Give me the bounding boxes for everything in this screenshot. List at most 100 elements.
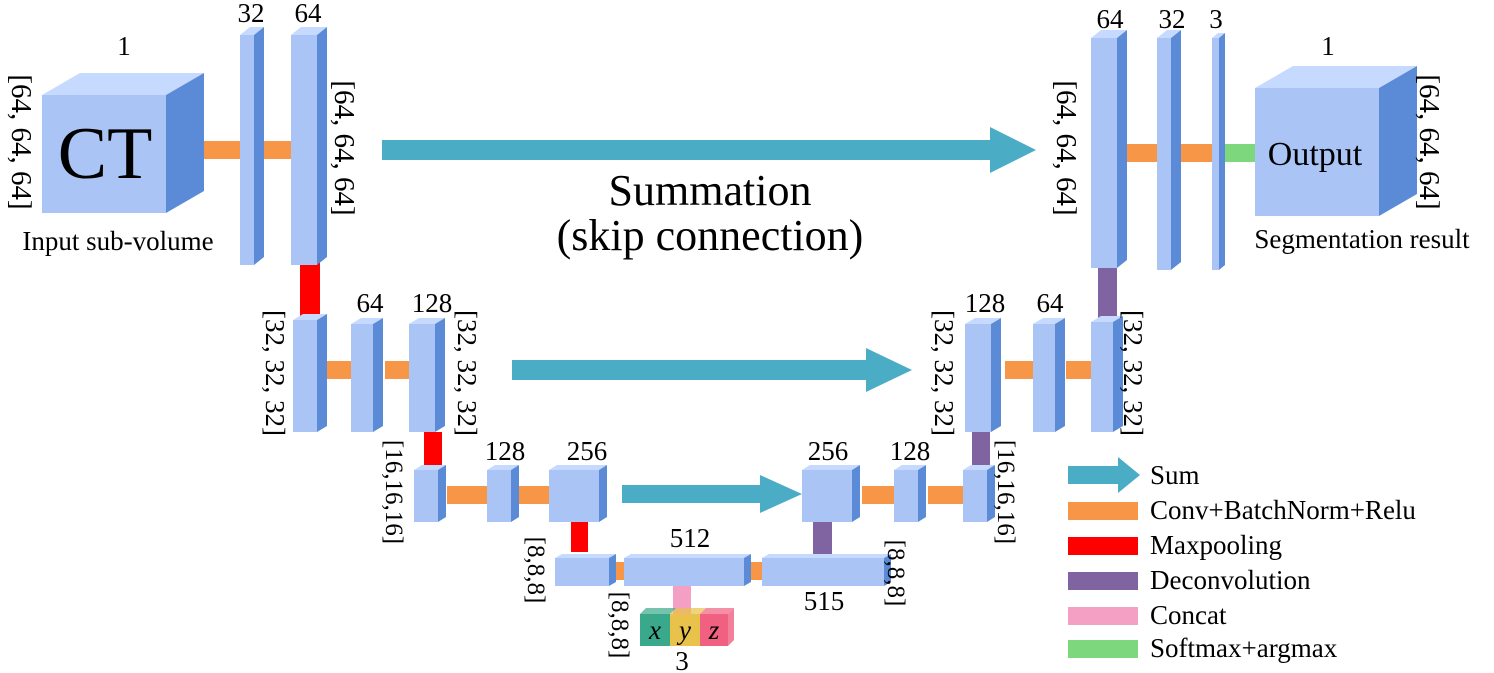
legend-concat-swatch [1068,607,1138,625]
dec1c-block-top [1212,33,1225,38]
output-channels-label: 1 [1321,31,1335,61]
conv-connector [519,486,549,504]
skip-arrow-level3 [622,475,802,513]
dec1-dims-label: [64, 64, 64] [1050,80,1082,215]
bottleneck-a-channels-label: 512 [670,523,711,553]
legend-label-softmax: Softmax+argmax [1150,633,1338,663]
enc2b-channels-label: 128 [412,288,453,318]
dec1b-block-side [1171,30,1181,270]
bottleneck-left-block-top [555,554,616,558]
enc3b-channels-label: 256 [567,436,608,466]
enc2a-block-front [351,324,373,432]
dec2a-block [965,318,1001,432]
skip-arrow-level2 [512,348,912,392]
bottleneck-b-block-top [762,554,891,558]
dec2b-block-side [1055,318,1065,432]
dec3a-block-side [852,465,860,522]
enc2a-block [351,318,383,432]
enc2-left-block-top [293,314,327,320]
enc2b-block [409,318,445,432]
maxpool-connector [300,262,320,316]
enc1b-block-front [291,35,317,265]
legend-deconv-swatch [1068,572,1138,590]
output-block-top [1255,66,1417,88]
coord-y-block: y [670,608,706,646]
dec3-dims-label: [16,16,16] [992,440,1019,544]
conv-connector [1066,361,1092,379]
enc3-dims-label: [16,16,16] [380,440,407,544]
legend-softmax-swatch [1068,640,1138,658]
enc3b-block [549,465,607,522]
dec3a-block-top [802,465,860,470]
enc3b-block-top [549,465,607,470]
enc3-left-block-side [438,465,446,522]
input-ct-block-front [42,95,166,213]
coord-z-block: z [700,608,734,646]
input-ct-block-top [42,73,204,95]
enc3-left-block-front [414,470,438,522]
dec3-right-block-side [987,465,995,522]
conv-connector [1125,144,1157,162]
dec2b-block-top [1033,318,1065,324]
dec3-right-block [963,465,995,522]
enc3-left-block-top [414,465,446,470]
legend-label-sum: Sum [1150,460,1200,490]
input-ct-block [42,73,204,213]
dec3-right-block-front [963,470,987,522]
dec2a-block-front [965,324,991,432]
legend: Sum Conv+BatchNorm+Relu Maxpooling Decon… [1068,457,1416,663]
coord-x-block: x [640,608,676,646]
output-dims-label: [64, 64, 64] [1413,74,1445,209]
enc2-left-block [293,314,327,432]
output-block-side [1379,66,1417,216]
input-channels-label: 1 [117,31,131,61]
conv-connector [862,486,894,504]
dec1b-block-front [1157,38,1171,270]
bottleneck-a-block-front [624,558,744,586]
dec3a-block-front [802,470,852,522]
dec2b-channels-label: 64 [1037,288,1065,318]
dec-bottleneck-dims-label: [8,8,8] [882,540,909,607]
dec3b-block [894,465,926,522]
dec1a-block-front [1091,38,1117,268]
enc1a-block [240,27,264,265]
deconv-connector [1098,265,1117,320]
enc1b-block-top [291,27,327,35]
enc3a-channels-label: 128 [485,436,526,466]
bottleneck-dims-label: [8,8,8] [522,537,549,604]
legend-label-concat: Concat [1150,600,1227,630]
dec1a-channels-label: 64 [1097,4,1125,34]
output-block-text: Output [1268,136,1363,173]
enc3b-block-front [549,470,599,522]
bottleneck-b-block-side [884,554,891,586]
dec2-right-block-top [1091,316,1123,322]
dec3-right-block-top [963,465,995,470]
enc3a-block-top [487,465,519,470]
summation-subtitle: (skip connection) [557,211,864,260]
dec1c-block-front [1212,38,1219,270]
enc2b-block-front [409,324,435,432]
dec1a-block [1091,30,1127,268]
output-caption: Segmentation result [1254,224,1470,254]
dec1b-channels-label: 32 [1159,4,1186,34]
bottleneck-a-block-side [744,554,751,586]
dec1b-block-top [1157,30,1181,38]
legend-maxpool-swatch [1068,537,1138,555]
conv-connector [928,486,964,504]
maxpool-connector [424,432,442,467]
dec1c-block [1212,33,1225,270]
conv-connector [1178,144,1212,162]
input-dims-label: [64, 64, 64] [5,74,37,209]
coords-dims-label: [8,8,8] [606,592,633,659]
enc1b-block-side [317,27,327,265]
dec2a-block-top [965,318,1001,324]
bottleneck-left-block [555,554,616,586]
deconv-connector [813,520,832,554]
enc2-right-dims-label: [32, 32, 32] [452,310,482,436]
enc3b-block-side [599,465,607,522]
skip-arrows [382,127,1036,513]
conv-connector [1005,361,1033,379]
coord-x-label: x [648,615,661,645]
dec2-left-dims-label: [32, 32, 32] [929,310,959,436]
output-block-front [1255,88,1379,216]
